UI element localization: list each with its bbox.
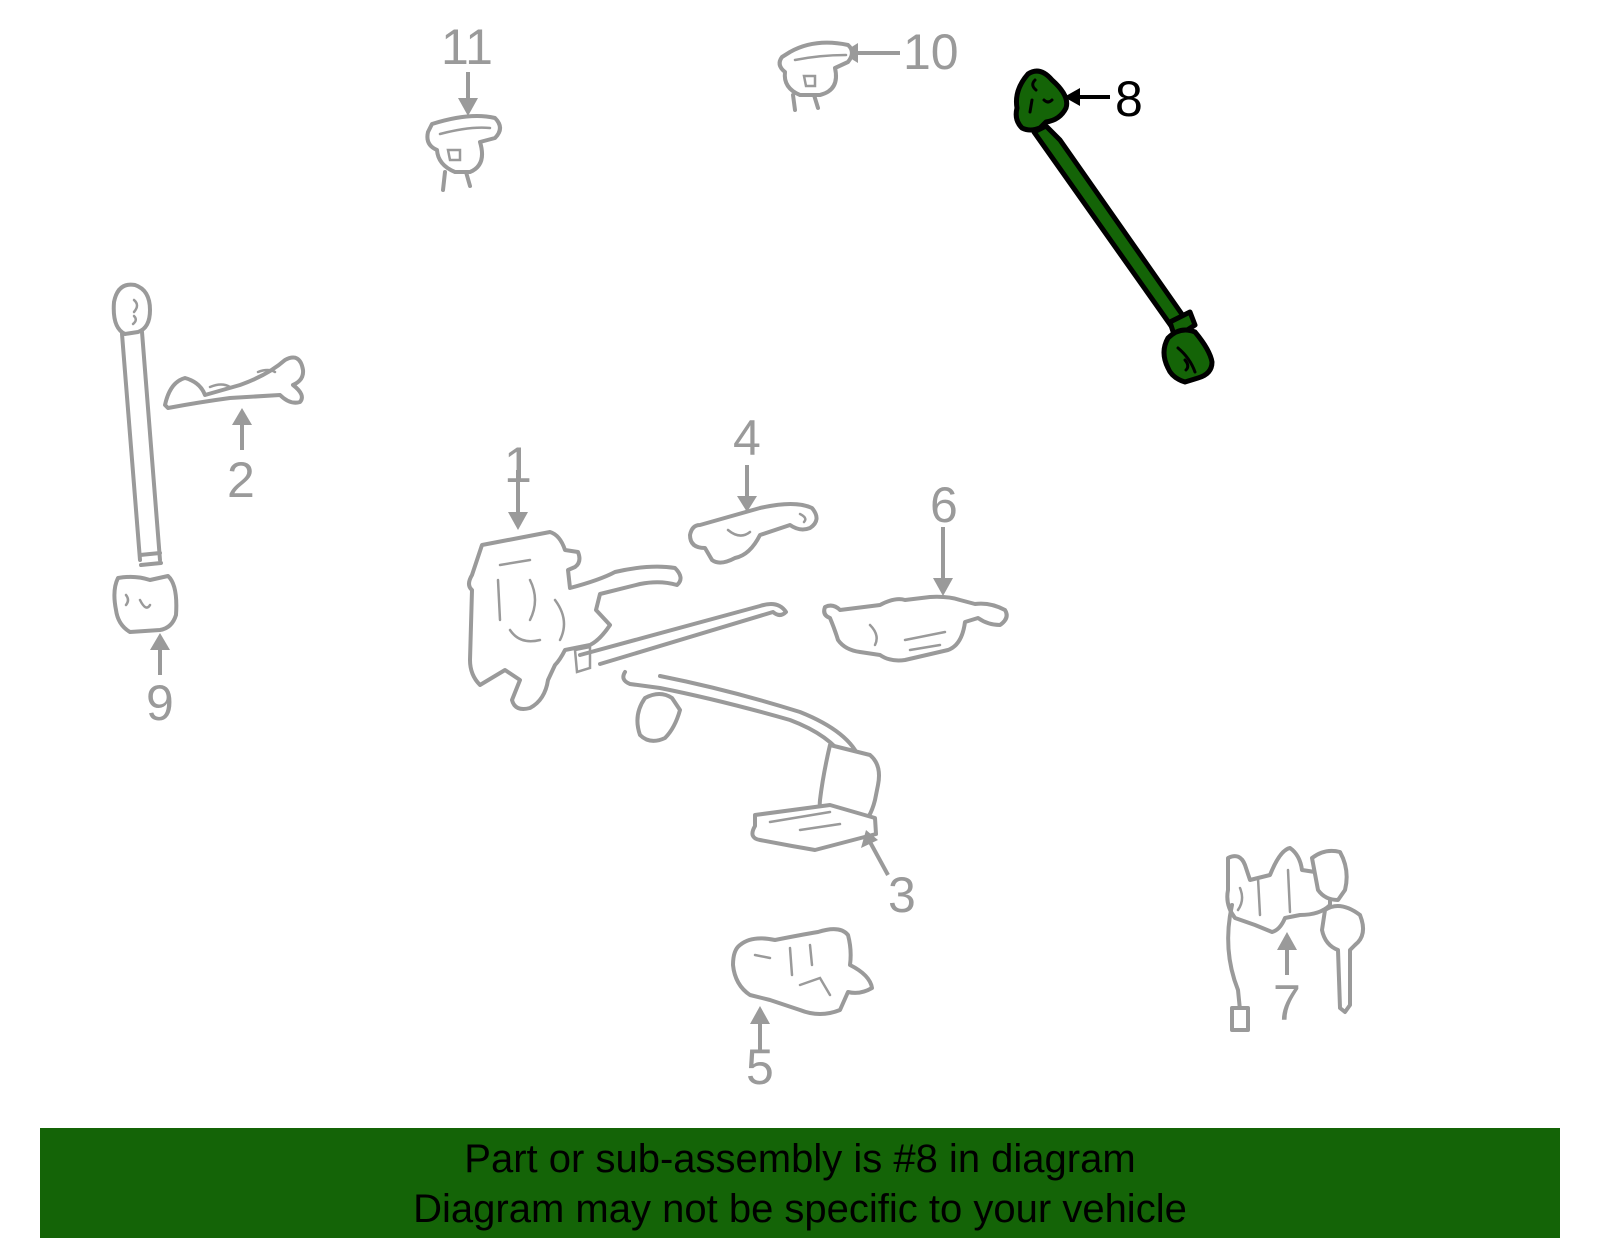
part-11-clip[interactable] xyxy=(425,72,502,192)
callout-label-11: 11 xyxy=(441,19,493,75)
part-6-handle[interactable] xyxy=(822,527,1009,663)
banner-line-1: Part or sub-assembly is #8 in diagram xyxy=(464,1137,1136,1181)
callout-label-1: 1 xyxy=(504,437,532,493)
callout-label-6: 6 xyxy=(930,477,958,533)
part-9-strut[interactable] xyxy=(111,282,179,675)
notice-banner: Part or sub-assembly is #8 in diagram Di… xyxy=(40,1128,1560,1238)
callout-label-9: 9 xyxy=(146,675,174,731)
callout-label-7: 7 xyxy=(1273,975,1301,1031)
part-5-lock-housing[interactable] xyxy=(731,927,874,1050)
part-7-lock-cylinder[interactable] xyxy=(1225,846,1366,1032)
part-3-lock-rod[interactable] xyxy=(621,670,890,876)
callout-label-5: 5 xyxy=(746,1039,774,1095)
part-10-clip[interactable] xyxy=(777,40,900,112)
callout-label-4: 4 xyxy=(733,410,761,466)
callout-label-2: 2 xyxy=(227,452,255,508)
callout-label-3: 3 xyxy=(888,867,916,923)
callout-label-8: 8 xyxy=(1115,71,1143,127)
callout-label-10: 10 xyxy=(903,24,959,80)
part-4-clip[interactable] xyxy=(688,465,819,565)
part-2-bracket[interactable] xyxy=(163,355,306,450)
part-1-latch[interactable] xyxy=(467,470,788,711)
banner-line-2: Diagram may not be specific to your vehi… xyxy=(413,1187,1187,1231)
part-8-liftgate-strut[interactable] xyxy=(1013,68,1215,385)
